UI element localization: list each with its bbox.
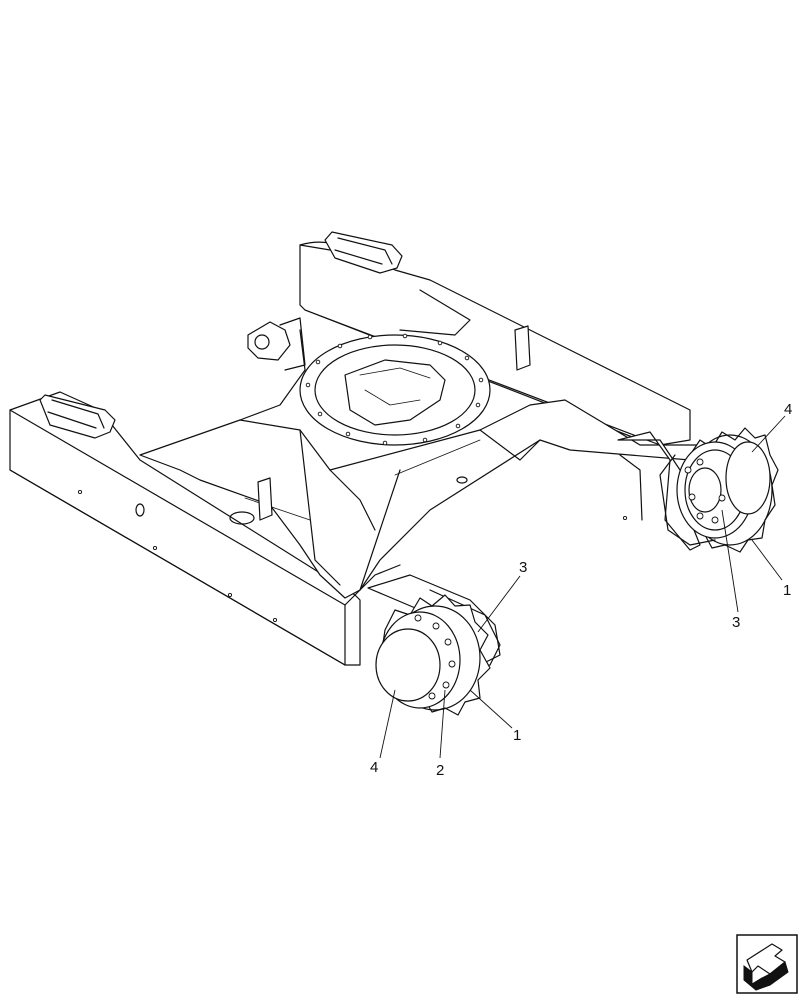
callout-1-left: 1: [513, 727, 521, 744]
right-drive-cover: [725, 441, 771, 515]
callout-2-left: 2: [436, 762, 444, 779]
callout-leaders: [379, 415, 786, 759]
page-navigation-arrow-icon[interactable]: [736, 934, 798, 994]
callout-4-right: 4: [784, 401, 792, 418]
left-drive-cover: [375, 628, 441, 702]
left-drive-assembly: [367, 574, 501, 716]
right-drive-assembly: [617, 427, 779, 553]
callout-4-left: 4: [370, 759, 378, 776]
callout-3-right: 3: [732, 614, 740, 631]
swing-bearing-bolt-holes: [305, 333, 484, 446]
callout-3-left: 3: [519, 559, 527, 576]
callout-1-right: 1: [783, 582, 791, 599]
undercarriage-frame: [9, 231, 701, 666]
